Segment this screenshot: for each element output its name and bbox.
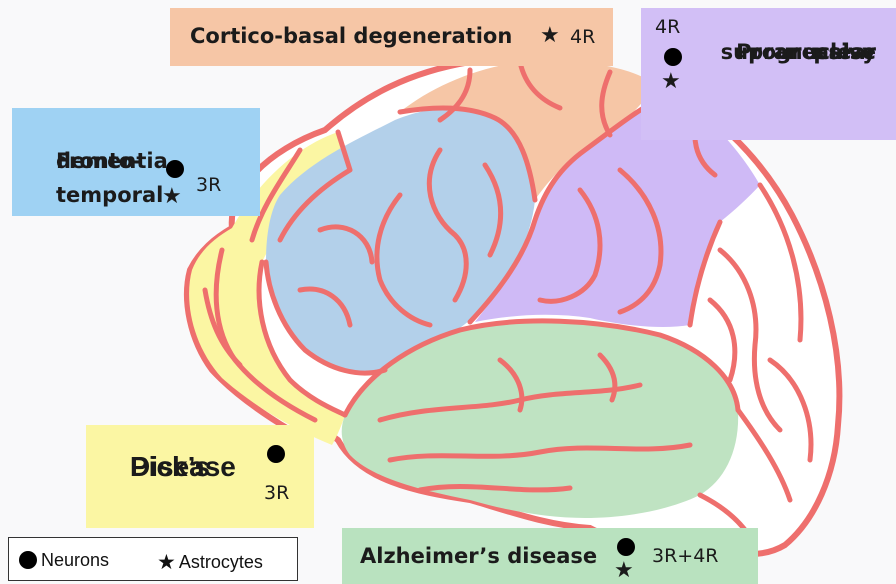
dot-icon xyxy=(267,445,285,463)
alzheimer-name: Alzheimer’s disease xyxy=(360,544,597,568)
psp-name-line-3: palsy xyxy=(813,36,876,68)
ftd-label-box: Fronto-temporal dementia ★ 3R xyxy=(12,108,260,216)
ftd-name-line-2: dementia xyxy=(56,144,168,178)
legend-neurons-label: Neurons xyxy=(41,550,109,570)
dot-icon xyxy=(664,48,682,66)
star-icon: ★ xyxy=(162,184,182,209)
pick-tau: 3R xyxy=(264,482,289,504)
star-icon: ★ xyxy=(540,23,560,48)
cortico-basal-name: Cortico-basal degeneration xyxy=(190,24,512,48)
psp-tau: 4R xyxy=(655,16,680,38)
alzheimer-label-box: Alzheimer’s disease ★ 3R+4R xyxy=(342,528,758,584)
cortico-basal-label-box: Cortico-basal degeneration 4R ★ xyxy=(170,8,613,66)
alzheimer-tau: 3R+4R xyxy=(652,545,719,567)
psp-label-box: 4R ★ Progressive supranuclear palsy xyxy=(641,8,896,140)
cortico-basal-tau: 4R xyxy=(570,26,595,48)
pick-label-box: Pick’s Disease 3R xyxy=(86,425,314,528)
legend-astrocytes-label: Astrocytes xyxy=(179,552,263,572)
dot-icon xyxy=(617,538,635,556)
star-icon: ★ xyxy=(614,558,634,583)
ftd-tau: 3R xyxy=(196,174,221,196)
dot-icon xyxy=(19,551,37,569)
star-icon: ★ xyxy=(661,69,681,94)
legend-item-astrocytes: ★Astrocytes xyxy=(157,550,263,575)
pick-name-line-2: Disease xyxy=(130,449,236,485)
dot-icon xyxy=(166,160,184,178)
legend: Neurons ★Astrocytes xyxy=(8,537,298,581)
legend-item-neurons: Neurons xyxy=(19,550,109,571)
star-icon: ★ xyxy=(157,550,176,575)
